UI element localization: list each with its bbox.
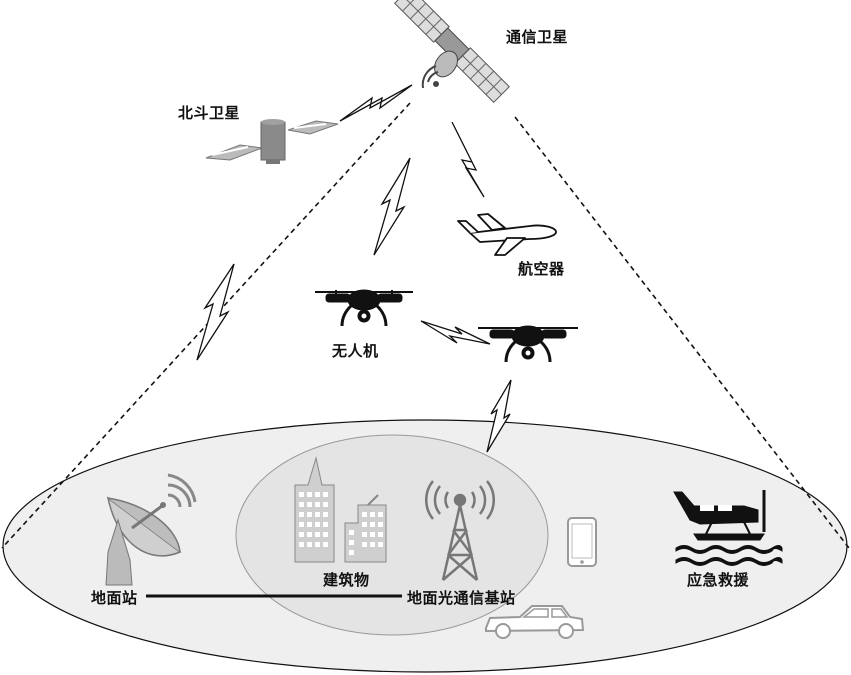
aircraft-icon <box>457 213 557 256</box>
beidou-satellite-icon <box>205 119 339 164</box>
comm-satellite-icon <box>394 0 510 103</box>
coverage-line-left <box>1 102 411 549</box>
phone-icon <box>567 517 597 567</box>
coverage-line-right <box>514 116 850 549</box>
label-emergency-rescue: 应急救援 <box>687 571 750 589</box>
lightning-bolt-icon <box>486 379 512 453</box>
label-beidou-satellite: 北斗卫星 <box>178 104 241 122</box>
lightning-bolt-icon <box>196 263 235 361</box>
ground-station-dish-icon <box>105 473 197 586</box>
label-ground-station: 地面站 <box>91 589 138 607</box>
rescue-seaplane-icon <box>673 490 783 566</box>
label-uav: 无人机 <box>332 342 379 360</box>
uav-drone-icon <box>478 325 578 363</box>
lightning-bolt-icon <box>420 320 491 345</box>
label-building: 建筑物 <box>323 571 370 589</box>
uav-drone-icon <box>315 289 413 327</box>
lightning-bolt-icon <box>373 157 411 256</box>
label-comm-satellite: 通信卫星 <box>506 28 569 46</box>
lightning-bolt-icon <box>339 84 413 122</box>
lightning-bolt-icon <box>451 121 485 198</box>
base-station-tower-icon <box>424 480 496 581</box>
building-icon <box>294 456 387 563</box>
label-aircraft: 航空器 <box>518 260 565 278</box>
label-optical-base-station: 地面光通信基站 <box>407 589 516 607</box>
car-icon <box>485 605 585 639</box>
